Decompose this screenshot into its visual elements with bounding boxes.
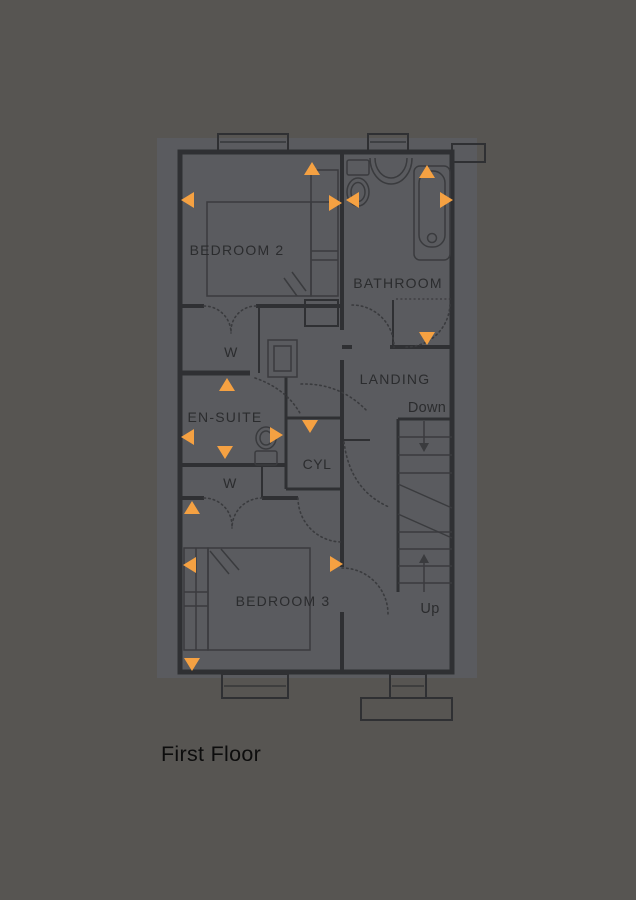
stairs-up-label: Up xyxy=(420,601,440,617)
wall-stairs xyxy=(396,417,452,592)
feature-marker-right xyxy=(270,427,283,443)
feature-marker-right xyxy=(330,556,343,572)
stairs xyxy=(397,421,453,592)
window-hall xyxy=(389,673,427,699)
stair-treads-lower xyxy=(398,531,452,584)
wardrobe-label-1: W xyxy=(224,344,238,360)
bedroom3-furniture xyxy=(183,547,311,651)
feature-marker-down xyxy=(217,446,233,459)
feature-marker-up xyxy=(219,378,235,391)
window-bathroom xyxy=(367,133,409,153)
feature-marker-up xyxy=(419,165,435,178)
feature-marker-down xyxy=(302,420,318,433)
bedroom2-furniture xyxy=(206,169,339,297)
wall-cyl-cupboard xyxy=(284,377,342,491)
bed2-icon xyxy=(206,169,339,297)
stairs-down-arrow xyxy=(419,421,429,452)
feature-marker-up xyxy=(184,501,200,514)
sink-icon xyxy=(369,157,413,185)
room-label-bedroom3: BEDROOM 3 xyxy=(235,593,331,609)
door-arc-wardrobe1-left xyxy=(203,305,232,334)
stair-treads-upper xyxy=(398,436,452,474)
wall-extension xyxy=(451,143,486,163)
door-arc-cyl xyxy=(300,383,369,413)
feature-marker-down xyxy=(184,658,200,671)
ensuite-fixtures xyxy=(254,339,298,466)
door-arc-wardrobe2-left xyxy=(203,497,233,527)
room-label-cyl: CYL xyxy=(302,456,332,472)
door-arc-wardrobe2-right xyxy=(231,497,263,529)
feature-marker-right xyxy=(329,195,342,211)
door-arc-ensuite xyxy=(254,377,302,416)
stair-break-lines xyxy=(397,483,453,539)
feature-marker-left xyxy=(346,192,359,208)
door-arc-wardrobe1-right xyxy=(230,305,257,332)
room-label-ensuite: EN-SUITE xyxy=(187,409,263,425)
door-arc-lower-hall xyxy=(341,567,389,615)
outer-wall xyxy=(177,149,455,675)
door-arc-bedroom3 xyxy=(297,497,343,543)
window-bedroom2 xyxy=(217,133,289,153)
roof-extension-outline xyxy=(360,697,453,721)
stairs-down-label: Down xyxy=(407,400,447,416)
shower-icon xyxy=(267,339,298,378)
page-title: First Floor xyxy=(161,742,262,766)
bath-icon xyxy=(413,165,451,261)
wardrobe-label-2: W xyxy=(223,475,237,491)
room-label-bedroom2: BEDROOM 2 xyxy=(189,242,285,258)
stairs-up-arrow xyxy=(419,554,429,592)
window-bedroom3 xyxy=(221,673,289,699)
door-arc-landing xyxy=(343,441,390,508)
door-arc-bathroom xyxy=(351,304,395,348)
feature-marker-right xyxy=(440,192,453,208)
windows xyxy=(217,133,453,721)
door-arc-airing-cupboard xyxy=(405,302,451,348)
room-label-bathroom: BATHROOM xyxy=(353,275,443,291)
wall-block xyxy=(304,299,339,327)
feature-marker-down xyxy=(419,332,435,345)
feature-marker-left xyxy=(181,192,194,208)
feature-marker-up xyxy=(304,162,320,175)
feature-marker-left xyxy=(181,429,194,445)
feature-marker-left xyxy=(183,557,196,573)
room-label-landing: LANDING xyxy=(359,371,431,387)
door-arcs xyxy=(203,302,451,615)
bed3-icon xyxy=(183,547,311,651)
